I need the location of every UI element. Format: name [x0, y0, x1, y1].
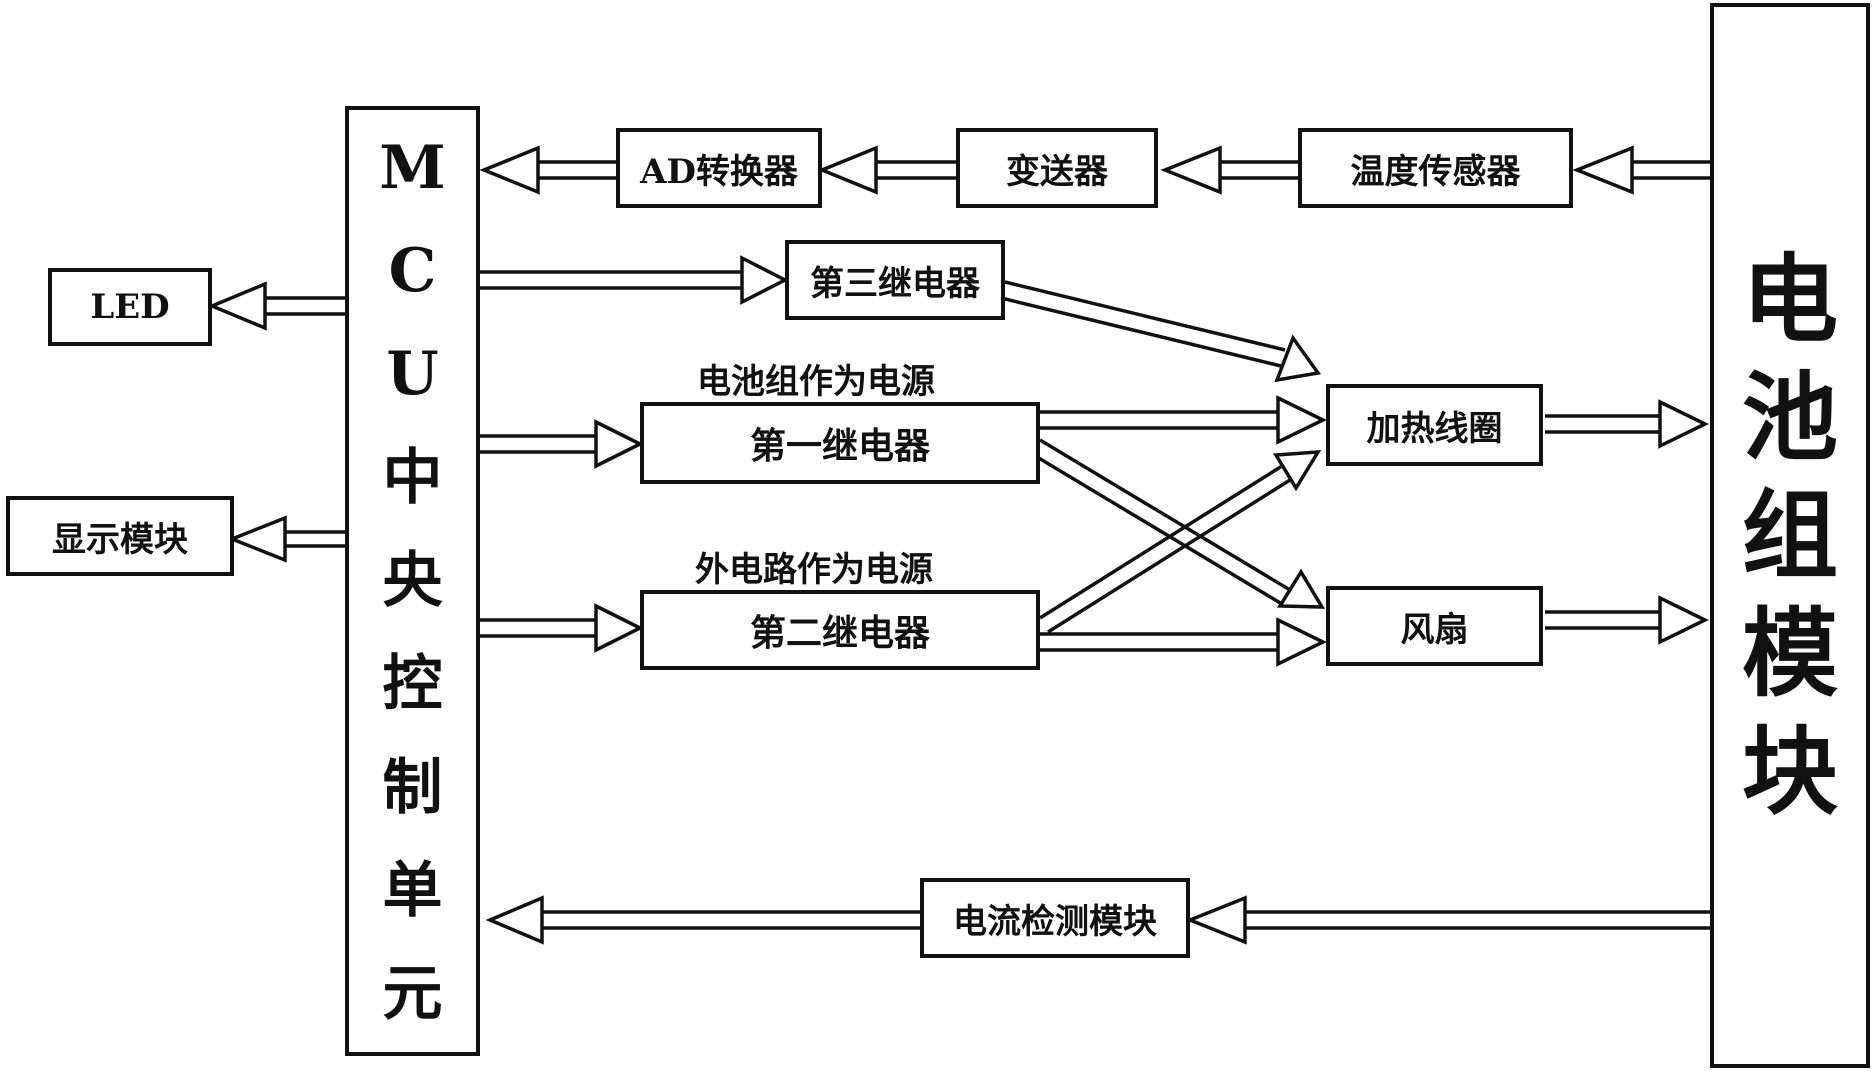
display-module-block: 显示模块 — [6, 496, 234, 576]
battery-char: 电 — [1742, 242, 1838, 356]
mcu-central-control-unit: M C U 中 央 控 制 单 元 — [345, 106, 480, 1056]
arrow-relay3-to-heater — [1000, 280, 1322, 383]
battery-module: 电 池 组 模 块 — [1710, 3, 1870, 1068]
external-as-source-label: 外电路作为电源 — [695, 550, 933, 590]
arrow-relay1-to-heater — [1040, 395, 1327, 445]
arrow-ad-to-mcu — [479, 145, 616, 195]
battery-char: 池 — [1742, 360, 1838, 474]
mcu-char: 中 — [382, 442, 443, 513]
arrow-transmitter-to-ad — [817, 145, 956, 195]
arrow-battery-to-current-detect — [1185, 895, 1710, 945]
arrow-current-detect-to-mcu — [485, 895, 920, 945]
arrow-battery-to-temp-sensor — [1572, 145, 1710, 195]
arrow-temp-sensor-to-transmitter — [1160, 145, 1298, 195]
fan-block: 风扇 — [1326, 586, 1543, 666]
temperature-sensor-block: 温度传感器 — [1298, 128, 1573, 208]
battery-as-source-label: 电池组作为电源 — [697, 362, 935, 402]
led-block: LED — [48, 268, 212, 346]
arrow-relay2-to-fan — [1040, 617, 1327, 667]
battery-char: 组 — [1742, 478, 1838, 592]
arrow-heater-to-battery — [1545, 399, 1709, 449]
mcu-char: 控 — [382, 649, 443, 720]
mcu-char: C — [388, 235, 437, 306]
mcu-char: M — [379, 132, 446, 203]
arrow-mcu-to-relay2 — [480, 603, 644, 653]
ad-converter-block: AD转换器 — [616, 128, 822, 208]
relay1-block: 第一继电器 — [640, 402, 1040, 484]
arrow-mcu-to-led — [207, 281, 345, 331]
battery-char: 模 — [1742, 596, 1838, 710]
arrow-fan-to-battery — [1545, 595, 1709, 645]
arrow-mcu-to-display — [227, 515, 345, 563]
transmitter-block: 变送器 — [956, 128, 1158, 208]
mcu-char: 单 — [382, 855, 443, 926]
mcu-char: U — [386, 339, 439, 410]
mcu-char: 元 — [382, 959, 443, 1030]
current-detection-module-block: 电流检测模块 — [920, 878, 1190, 958]
arrow-mcu-to-relay1 — [480, 419, 644, 469]
mcu-char: 央 — [382, 545, 443, 616]
relay3-block: 第三继电器 — [785, 240, 1005, 320]
arrow-relay2-to-heater — [1039, 450, 1322, 634]
battery-char: 块 — [1742, 714, 1838, 828]
arrow-relay1-to-fan — [1031, 438, 1326, 609]
arrow-mcu-to-relay3 — [480, 255, 789, 305]
mcu-char: 制 — [382, 752, 443, 823]
relay2-block: 第二继电器 — [640, 590, 1040, 670]
heating-coil-block: 加热线圈 — [1326, 384, 1543, 466]
